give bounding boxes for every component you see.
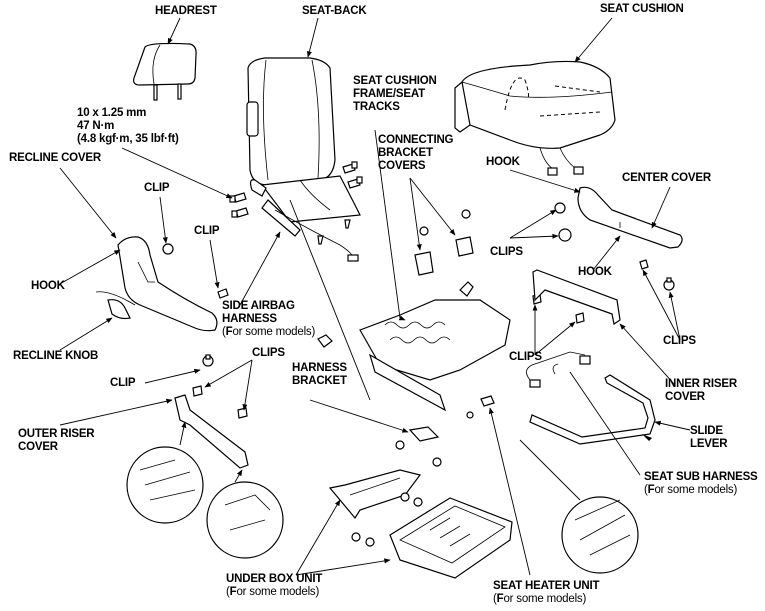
- label-clips-left-mid: CLIPS: [252, 347, 285, 359]
- label-seat-sub-harness: SEAT SUB HARNESS (For some models): [644, 471, 758, 497]
- outer-riser-line-1: OUTER RISER: [18, 428, 95, 440]
- seat-heater-note: (For some models): [493, 593, 587, 605]
- label-torque-spec: 10 x 1.25 mm 47 N·m (4.8 kgf·m, 35 lbf·f…: [77, 107, 179, 146]
- label-clip-upper-left: CLIP: [144, 182, 170, 194]
- connecting-bracket-line-3: COVERS: [378, 160, 426, 172]
- slide-lever-part: [529, 374, 656, 445]
- leader-lines: [57, 17, 691, 576]
- outer-riser-line-2: COVER: [18, 441, 58, 453]
- label-hook-top-right: HOOK: [486, 156, 520, 168]
- headrest-part: [133, 42, 197, 101]
- label-harness-bracket: HARNESS BRACKET: [292, 362, 347, 388]
- seat-cushion-frame-line-2: FRAME/SEAT: [353, 88, 425, 100]
- label-clip-lower-left: CLIP: [110, 377, 136, 389]
- label-recline-cover: RECLINE COVER: [9, 152, 101, 164]
- label-seat-cushion-frame: SEAT CUSHION FRAME/SEAT TRACKS: [353, 75, 437, 114]
- label-outer-riser-cover: OUTER RISER COVER: [18, 428, 95, 454]
- side-airbag-line-2: HARNESS: [222, 313, 277, 325]
- connecting-bracket-line-2: BRACKET: [378, 147, 433, 159]
- inner-riser-line-2: COVER: [665, 391, 705, 403]
- seat-cushion-part: [454, 60, 616, 176]
- seat-cushion-frame-part: [359, 281, 511, 412]
- seat-cushion-frame-line-3: TRACKS: [353, 101, 400, 113]
- label-slide-lever: SLIDE LEVER: [690, 425, 728, 451]
- connecting-bracket-covers-part: [414, 209, 474, 276]
- label-recline-knob: RECLINE KNOB: [13, 350, 99, 362]
- label-clips-right-upper: CLIPS: [490, 246, 523, 258]
- label-connecting-bracket-covers: CONNECTING BRACKET COVERS: [378, 134, 454, 173]
- detail-circles: [126, 446, 639, 574]
- torque-spec-line-3: (4.8 kgf·m, 35 lbf·ft): [77, 133, 179, 145]
- slide-lever-line-1: SLIDE: [690, 425, 723, 437]
- label-clips-far-right: CLIPS: [663, 335, 696, 347]
- label-hook-center: HOOK: [578, 266, 612, 278]
- harness-bracket-part: [395, 426, 442, 467]
- label-center-cover: CENTER COVER: [622, 172, 711, 184]
- slide-lever-line-2: LEVER: [690, 438, 728, 450]
- label-seat-cushion: SEAT CUSHION: [600, 3, 684, 15]
- label-hook-left: HOOK: [31, 280, 65, 292]
- side-airbag-note: (For some models): [222, 326, 316, 338]
- label-headrest: HEADREST: [155, 5, 217, 17]
- inner-riser-line-1: INNER RISER: [665, 378, 737, 390]
- seat-cushion-frame-line-1: SEAT CUSHION: [353, 75, 437, 87]
- harness-bracket-line-1: HARNESS: [292, 362, 347, 374]
- seat-back-part: [246, 57, 361, 262]
- recline-cover-part: [95, 236, 218, 332]
- label-inner-riser-cover: INNER RISER COVER: [665, 378, 737, 404]
- label-clip-middle-left: CLIP: [194, 225, 220, 237]
- label-seat-heater-unit: SEAT HEATER UNIT (For some models): [493, 580, 599, 606]
- seat-heater-line-1: SEAT HEATER UNIT: [493, 580, 600, 592]
- seat-sub-harness-note: (For some models): [644, 484, 738, 496]
- clip-parts: [162, 202, 675, 419]
- inner-riser-cover-part: [532, 269, 621, 325]
- torque-spec-line-1: 10 x 1.25 mm: [77, 107, 147, 119]
- side-airbag-line-1: SIDE AIRBAG: [222, 300, 295, 312]
- label-side-airbag-harness: SIDE AIRBAG HARNESS (For some models): [222, 300, 315, 339]
- seat-back-bolts: [229, 161, 363, 218]
- harness-bracket-line-2: BRACKET: [292, 375, 347, 387]
- under-box-unit-part: [328, 469, 513, 579]
- under-box-note: (For some models): [226, 586, 320, 598]
- center-cover-part: [577, 186, 683, 249]
- seat-sub-harness-line-1: SEAT SUB HARNESS: [644, 471, 758, 483]
- seat-sub-harness-part: [526, 351, 591, 388]
- torque-spec-line-2: 47 N·m: [77, 120, 115, 132]
- label-seat-back: SEAT-BACK: [302, 5, 367, 17]
- label-under-box-unit: UNDER BOX UNIT (For some models): [226, 573, 322, 599]
- connecting-bracket-line-1: CONNECTING: [378, 134, 454, 146]
- under-box-line-1: UNDER BOX UNIT: [226, 573, 323, 585]
- label-clips-center-right: CLIPS: [509, 351, 542, 363]
